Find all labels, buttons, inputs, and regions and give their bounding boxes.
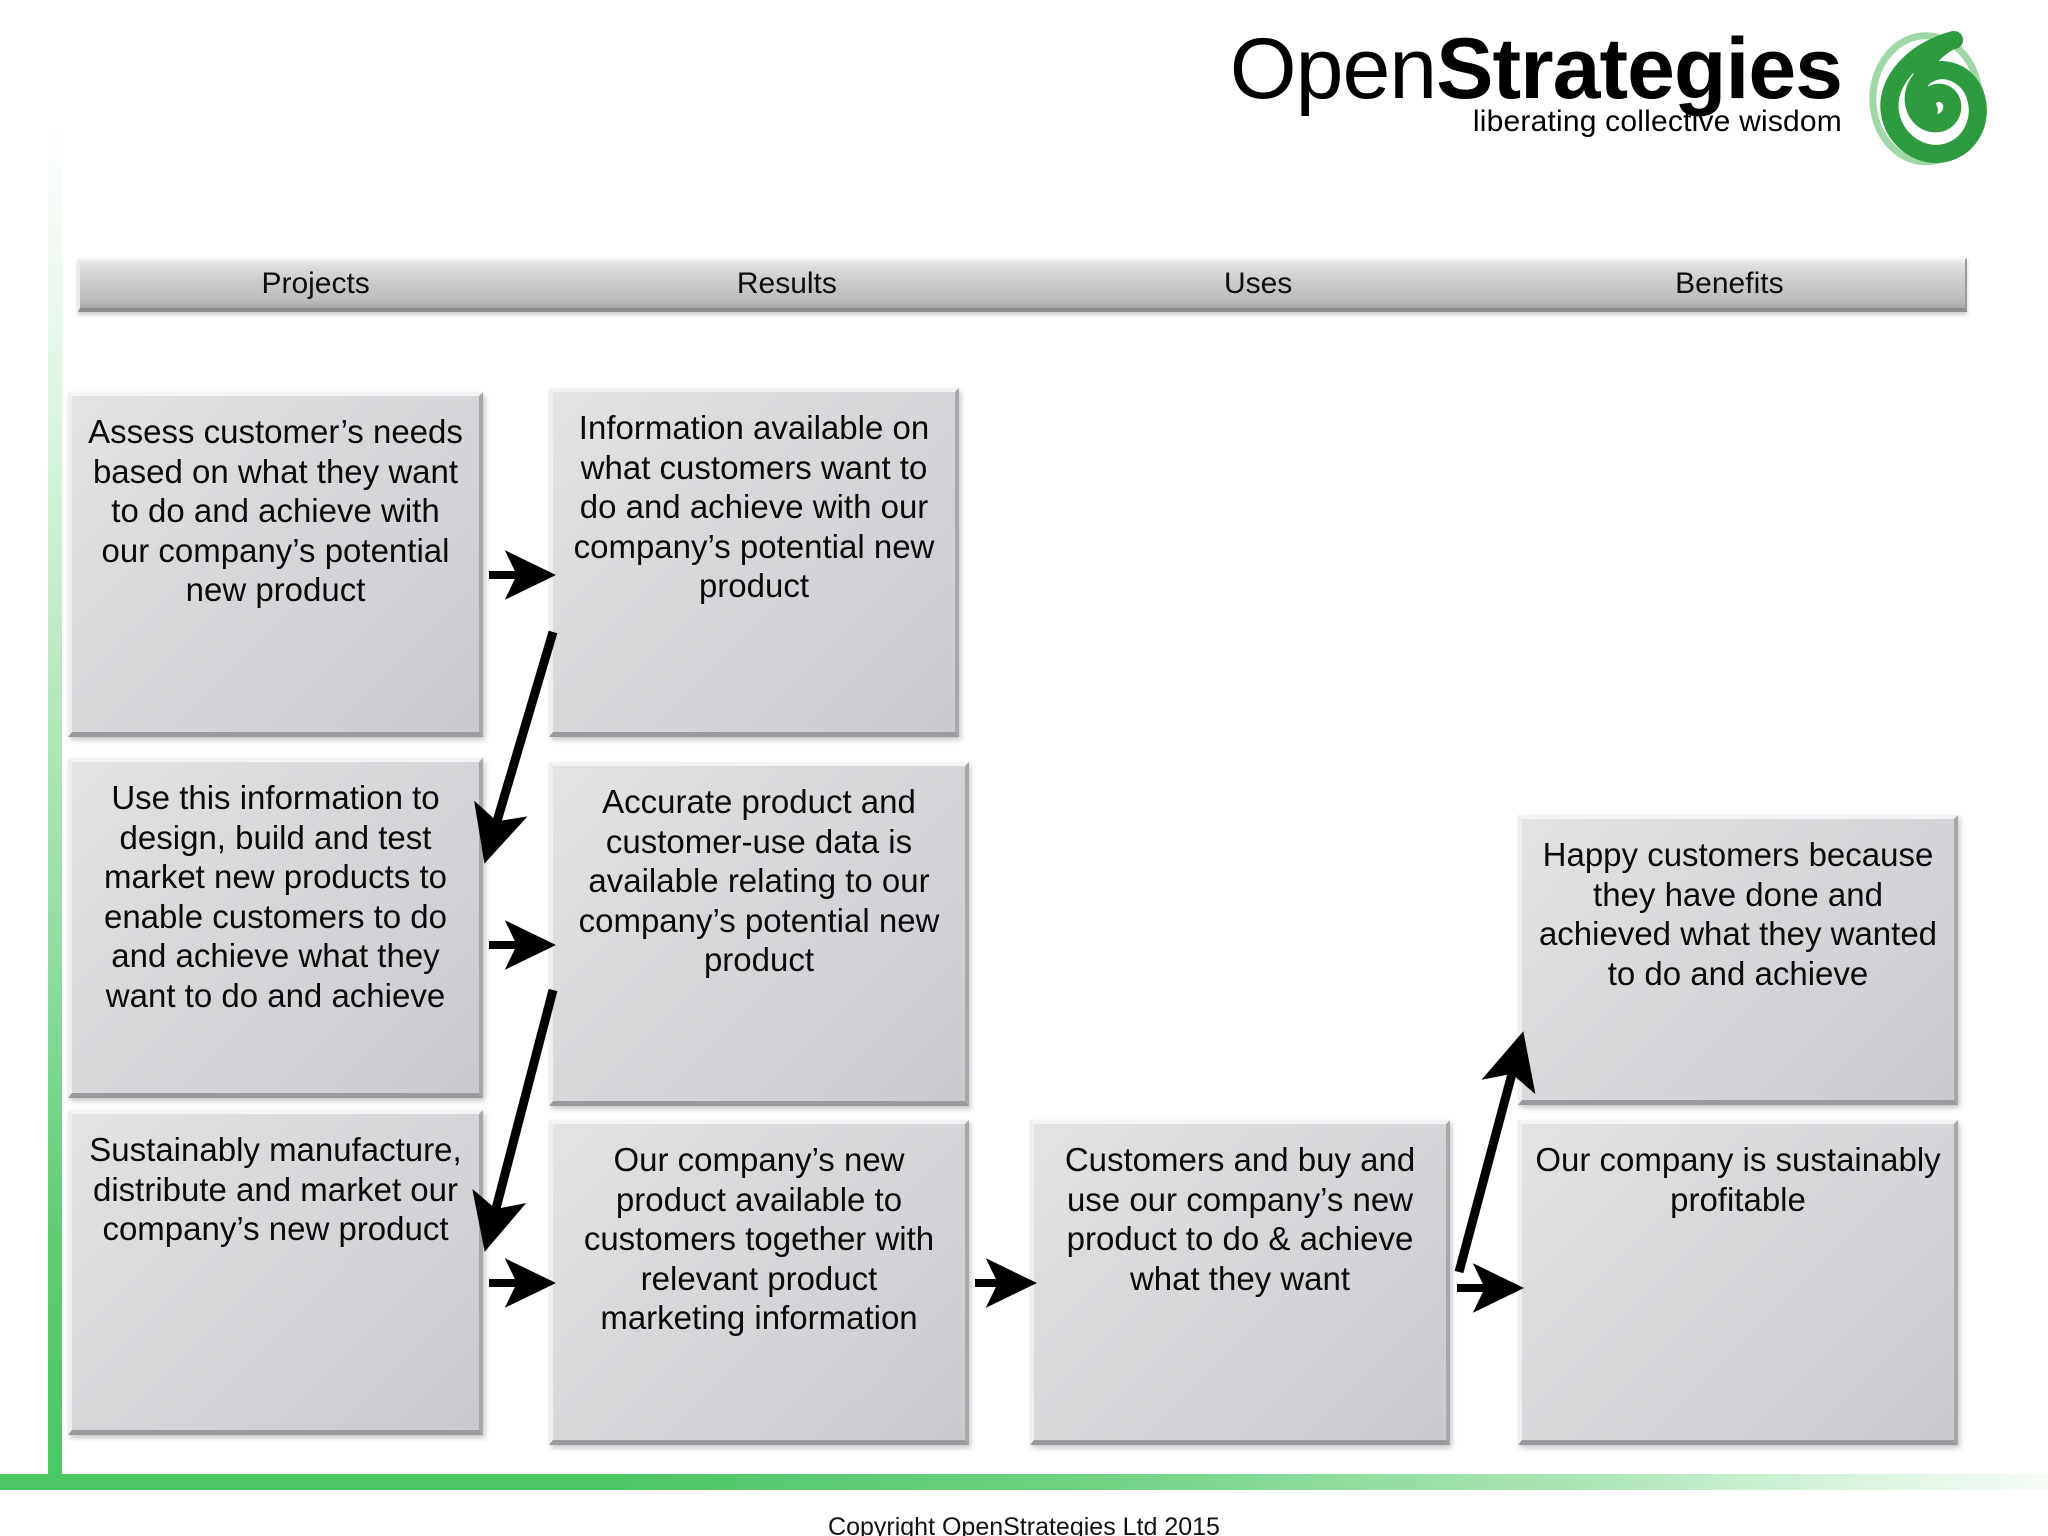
project-box-assess-customer-needs[interactable]: Assess customer’s needs based on what th… xyxy=(68,392,483,737)
benefit-box-happy-customers[interactable]: Happy customers because they have done a… xyxy=(1518,815,1958,1105)
result-box-product-available-to-customers[interactable]: Our company’s new product available to c… xyxy=(549,1120,969,1445)
box-text: Our company’s new product available to c… xyxy=(583,1141,935,1337)
column-header-benefits: Benefits xyxy=(1675,267,1784,300)
box-text: Our company is sustainably profitable xyxy=(1535,1141,1941,1218)
result-box-information-available[interactable]: Information available on what customers … xyxy=(549,388,959,737)
green-horizontal-rule xyxy=(0,1474,2048,1490)
result-box-accurate-product-data[interactable]: Accurate product and customer-use data i… xyxy=(549,762,969,1106)
logo-name-bold: Strategies xyxy=(1436,21,1843,117)
box-text: Assess customer’s needs based on what th… xyxy=(88,413,463,609)
logo-name-light: Open xyxy=(1229,21,1437,117)
project-box-design-build-test-market[interactable]: Use this information to design, build an… xyxy=(68,758,483,1098)
box-text: Use this information to design, build an… xyxy=(103,779,448,1014)
footer-copyright: Copyright OpenStrategies Ltd 2015 xyxy=(828,1513,1220,1536)
arrow-accurate-data-to-manufacture xyxy=(472,988,558,1252)
box-text: Accurate product and customer-use data i… xyxy=(578,783,940,979)
logo-tagline: liberating collective wisdom xyxy=(1472,104,1842,138)
column-header-projects: Projects xyxy=(261,267,370,300)
box-text: Customers and buy and use our company’s … xyxy=(1064,1141,1416,1297)
box-text: Sustainably manufacture, distribute and … xyxy=(89,1131,462,1248)
openstrategies-spiral-icon xyxy=(1869,30,1987,166)
logo-name: OpenStrategies xyxy=(1230,26,1843,112)
logo-wordmark: OpenStrategies liberating collective wis… xyxy=(1230,26,1856,139)
box-text: Happy customers because they have done a… xyxy=(1538,836,1938,992)
project-box-manufacture-distribute-market[interactable]: Sustainably manufacture, distribute and … xyxy=(68,1110,483,1435)
arrow-customers-use-to-happy-customers xyxy=(1454,1031,1536,1274)
box-text: Information available on what customers … xyxy=(573,409,935,605)
arrow-information-to-design xyxy=(474,630,558,864)
prub-column-header-bar: Projects Results Uses Benefits xyxy=(78,258,1967,312)
green-vertical-rule xyxy=(48,120,62,1490)
benefit-box-sustainably-profitable[interactable]: Our company is sustainably profitable xyxy=(1518,1120,1958,1445)
openstrategies-logo: OpenStrategies liberating collective wis… xyxy=(1230,26,1996,166)
use-box-customers-buy-and-use[interactable]: Customers and buy and use our company’s … xyxy=(1030,1120,1450,1445)
column-header-uses: Uses xyxy=(1223,267,1293,300)
column-header-results: Results xyxy=(736,267,837,300)
